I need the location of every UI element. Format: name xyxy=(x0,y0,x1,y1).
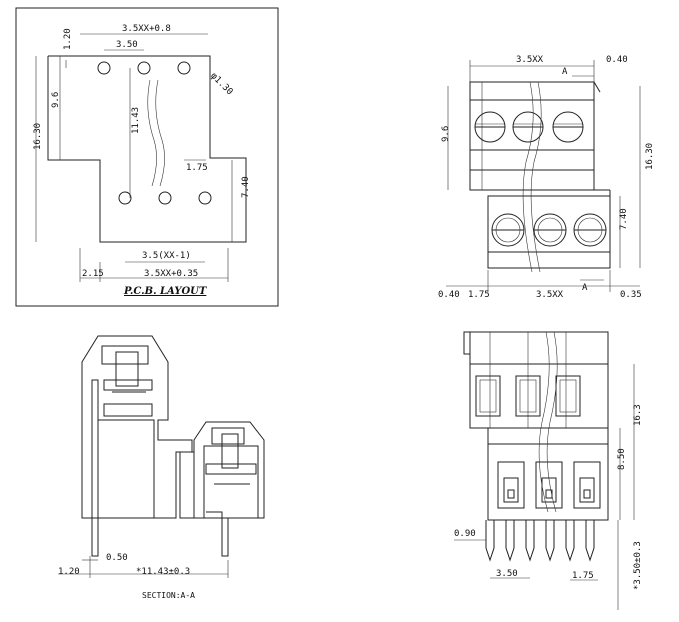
dim-lower-height: 7.40 xyxy=(619,208,629,230)
dim-height-inner: 9.6 xyxy=(51,92,61,108)
dim-bottom-right: 0.35 xyxy=(620,290,642,300)
pcb-hole xyxy=(177,61,191,75)
dim-overall-width: 3.5XX+0.8 xyxy=(122,24,171,34)
dim-bottom-overall: 3.5XX+0.35 xyxy=(144,269,198,279)
section-mark-top: A xyxy=(562,67,568,77)
dim-top-width: 3.5XX xyxy=(516,55,544,65)
dim-bottom-step: 1.75 xyxy=(468,290,490,300)
section-mark-bottom: A xyxy=(582,283,588,293)
front-view-panel: 16.3 8.50 0.90 3.50 1.75 *3.50±0.3 xyxy=(454,331,643,610)
pcb-layout-caption: P.C.B. LAYOUT xyxy=(123,286,208,297)
pin-left xyxy=(91,379,99,557)
pcb-hole xyxy=(118,191,132,205)
dim-front-height: 16.3 xyxy=(633,404,643,426)
pcb-hole xyxy=(137,61,151,75)
dim-bottom-inner: 3.5(XX-1) xyxy=(142,251,191,261)
top-view-panel: 3.5XX 0.40 A A 9.6 16.30 7.40 0.40 1.75 … xyxy=(438,55,655,300)
dim-right-height: 7.40 xyxy=(241,176,251,198)
pin-right xyxy=(206,511,262,557)
dim-center-height: 11.43 xyxy=(131,107,141,134)
dim-front-pitch: 3.50 xyxy=(496,569,518,579)
dim-pin-length: *3.50±0.3 xyxy=(633,541,643,590)
lower-body xyxy=(487,195,611,269)
dim-pitch: 3.50 xyxy=(116,40,138,50)
dim-bottom-width: 3.5XX xyxy=(536,290,564,300)
dim-pin-width: 0.90 xyxy=(454,529,476,539)
dim-top-offset: 1.20 xyxy=(63,28,73,50)
pcb-hole xyxy=(158,191,172,205)
dim-bottom-left: 0.40 xyxy=(438,290,460,300)
dim-left: 1.20 xyxy=(58,567,80,577)
section-caption: SECTION:A-A xyxy=(142,591,195,600)
front-lower-body xyxy=(487,427,609,521)
pcb-frame xyxy=(15,7,279,307)
upper-screw-row xyxy=(474,111,584,143)
dim-front-offset: 1.75 xyxy=(572,571,594,581)
dim-top-height-right: 16.30 xyxy=(645,143,655,170)
section-view-panel: 0.50 1.20 *11.43±0.3 SECTION:A-A xyxy=(58,335,265,600)
lower-screw-row xyxy=(491,213,607,247)
front-pins xyxy=(485,520,595,562)
dim-pin: 0.50 xyxy=(106,553,128,563)
dim-hole-diameter: φ1.30 xyxy=(208,71,234,97)
pcb-layout-panel: 3.5XX+0.8 3.50 1.20 φ1.30 16.30 9.6 11.4… xyxy=(15,7,279,307)
dim-height-left: 16.30 xyxy=(33,123,43,150)
dim-top-height-left: 9.6 xyxy=(441,126,451,142)
dim-bottom-left: 2.15 xyxy=(82,269,104,279)
upper-body xyxy=(469,81,595,191)
dim-top-right-offset: 0.40 xyxy=(606,55,628,65)
tall-body-hatch xyxy=(81,335,193,519)
dim-step: 1.75 xyxy=(186,163,208,173)
pcb-hole xyxy=(97,61,111,75)
dim-front-mid: 8.50 xyxy=(617,448,627,470)
footprint-outline xyxy=(47,55,247,243)
pcb-hole xyxy=(198,191,212,205)
dim-length: *11.43±0.3 xyxy=(136,567,190,577)
